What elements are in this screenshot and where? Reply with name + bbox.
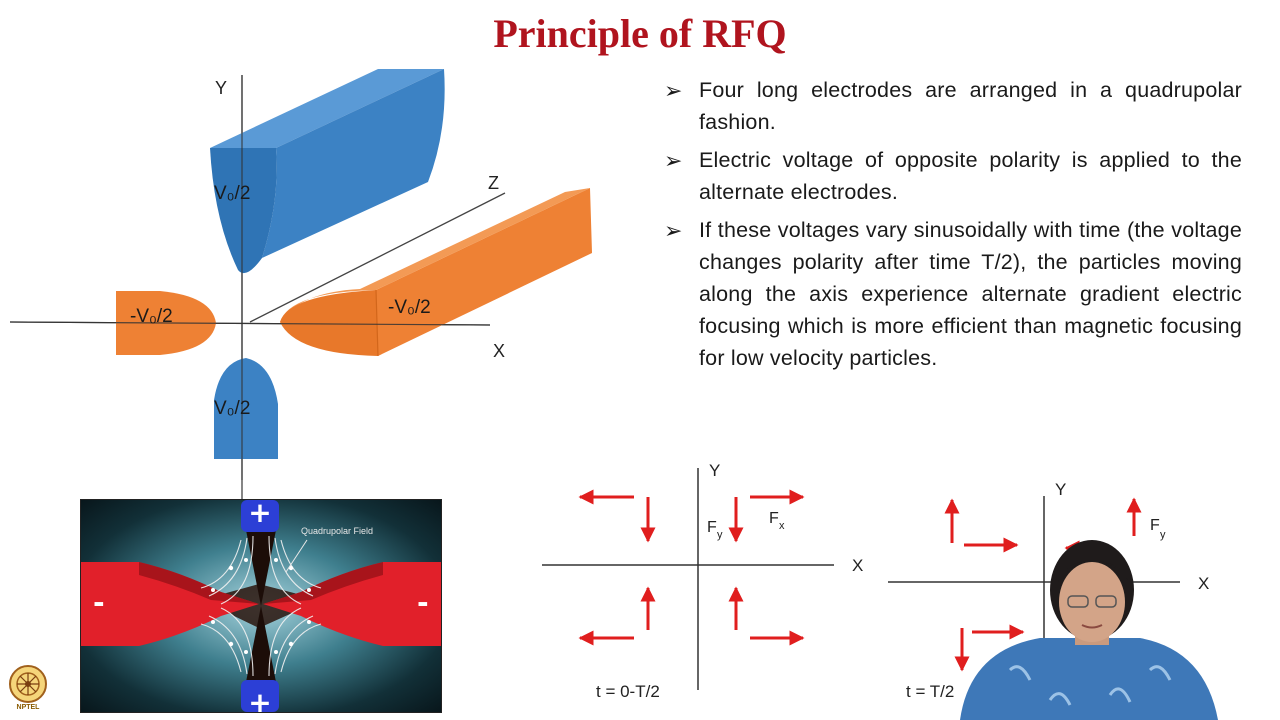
quadrupole-field-image: Quadrupolar Field + + - - xyxy=(80,499,442,713)
bullet-item: ➢ Four long electrodes are arranged in a… xyxy=(664,74,1242,138)
sign-left-minus: - xyxy=(93,586,105,619)
label-fx-force1: F xyxy=(769,510,779,527)
sign-right-minus: - xyxy=(417,586,429,619)
axis-label-z-3d: Z xyxy=(488,173,499,193)
label-fy-sub-force1: y xyxy=(717,529,723,541)
bullet-text: Electric voltage of opposite polarity is… xyxy=(699,148,1242,204)
sign-bottom-plus: + xyxy=(248,686,271,712)
z-axis-3d xyxy=(249,192,506,323)
bullet-item: ➢ Electric voltage of opposite polarity … xyxy=(664,144,1242,208)
slide-title: Principle of RFQ xyxy=(493,11,787,56)
time-label-force1: t = 0-T/2 xyxy=(596,682,660,701)
presenter-video xyxy=(960,540,1218,720)
bullet-text: If these voltages vary sinusoidally with… xyxy=(699,218,1242,370)
label-left-electrode: -V₀/2 xyxy=(130,306,173,327)
label-top-electrode: V₀/2 xyxy=(214,183,250,204)
electrode-top-blue xyxy=(210,69,445,274)
label-fx-sub-force1: x xyxy=(779,520,785,532)
bullet-text: Four long electrodes are arranged in a q… xyxy=(699,78,1242,134)
field-label: Quadrupolar Field xyxy=(301,526,373,536)
bullet-arrow-icon: ➢ xyxy=(664,78,683,103)
axis-label-y-3d: Y xyxy=(215,78,227,98)
bullet-list: ➢ Four long electrodes are arranged in a… xyxy=(664,74,1242,380)
bullet-arrow-icon: ➢ xyxy=(664,218,683,243)
axis-label-x-force1: X xyxy=(852,556,863,575)
axis-label-y-force1: Y xyxy=(709,461,720,480)
logo-label: NPTEL xyxy=(16,704,40,711)
electrode-bottom-blue xyxy=(214,358,278,459)
time-label-force2: t = T/2 xyxy=(906,682,954,701)
sign-top-plus: + xyxy=(248,500,271,529)
rfq-electrode-diagram: Y Z X V₀/2 V₀/2 -V₀/2 -V₀/2 xyxy=(9,69,592,500)
bullet-item: ➢ If these voltages vary sinusoidally wi… xyxy=(664,214,1242,374)
nptel-logo: NPTEL xyxy=(6,664,50,714)
axis-label-x-3d: X xyxy=(493,341,505,361)
label-bottom-electrode: V₀/2 xyxy=(214,398,250,419)
electrode-right-orange xyxy=(280,188,592,357)
bullet-arrow-icon: ➢ xyxy=(664,148,683,173)
axis-label-y-force2: Y xyxy=(1055,480,1066,499)
label-right-electrode: -V₀/2 xyxy=(388,297,431,318)
label-fy-force1: F xyxy=(707,519,717,536)
